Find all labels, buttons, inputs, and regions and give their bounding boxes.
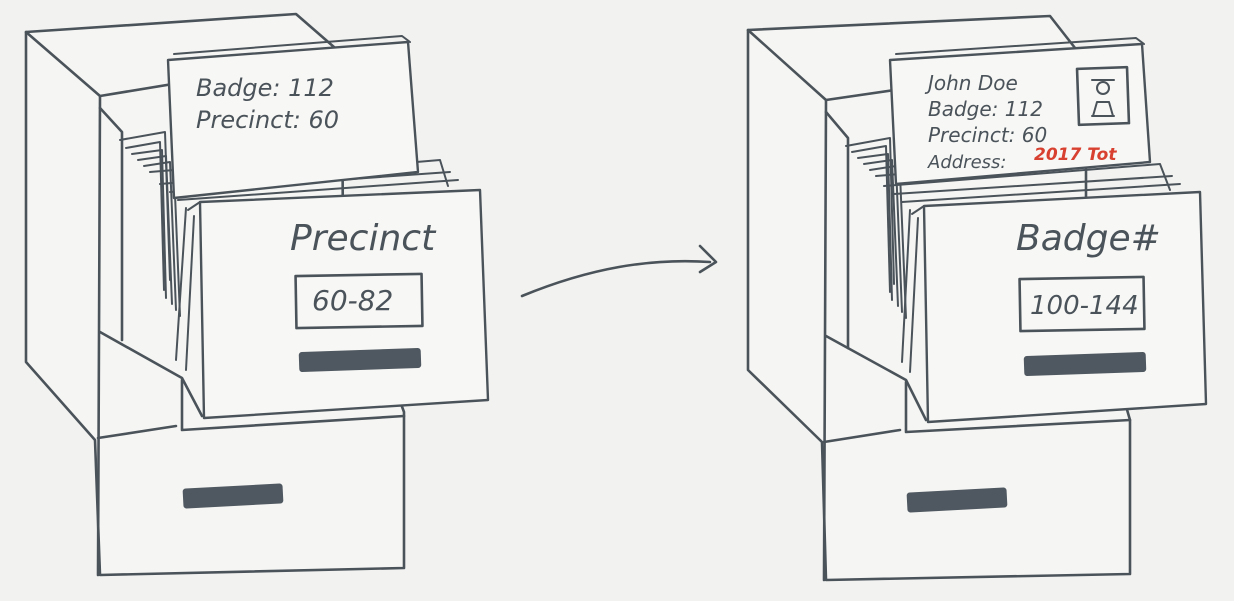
right-folder-stack (845, 137, 1181, 373)
left-bottom-drawer-handle (182, 483, 284, 509)
left-drawer-bottom (180, 378, 406, 432)
right-card-address-label: Address: (927, 152, 1006, 173)
left-record-card (166, 40, 420, 200)
right-card-address-value: 2017 Tot (1034, 145, 1117, 165)
right-drawer-title: Badge# (1016, 218, 1161, 259)
right-bottom-drawer-handle (906, 487, 1008, 513)
right-cabinet: John Doe Badge: 112 Precinct: 60 Address… (746, 14, 1208, 582)
right-card-line-2: Badge: 112 (928, 97, 1043, 121)
right-top-drawer-handle (1023, 351, 1147, 377)
left-folder-stack (119, 131, 459, 371)
left-card-line-1: Badge: 112 (196, 74, 334, 102)
left-divider (96, 424, 178, 440)
left-drawer-opening (98, 106, 124, 342)
right-drawer-label-box (1018, 275, 1146, 333)
left-drawer-title: Precinct (290, 218, 437, 259)
left-drawer-label-box (294, 272, 424, 330)
right-drawer-bottom (904, 380, 1132, 434)
right-drawer-range: 100-144 (1030, 291, 1139, 321)
curved-arrow-icon (520, 244, 718, 298)
right-divider (822, 428, 902, 444)
left-cabinet: Badge: 112 Precinct: 60 Precinct 60-82 (24, 12, 490, 577)
left-card-line-2: Precinct: 60 (196, 106, 339, 134)
right-drawer-opening (824, 110, 850, 350)
right-drawer-rail (824, 334, 928, 422)
left-card-back-edge (173, 35, 411, 55)
id-photo-icon (1075, 65, 1131, 127)
left-drawer-range: 60-82 (312, 284, 393, 317)
left-drawer-rail (98, 330, 204, 418)
right-card-back-edge (895, 37, 1145, 55)
right-record-card (888, 42, 1152, 186)
right-card-line-1: John Doe (924, 71, 1018, 95)
left-top-drawer-handle (298, 347, 422, 373)
right-card-line-3: Precinct: 60 (928, 123, 1047, 147)
